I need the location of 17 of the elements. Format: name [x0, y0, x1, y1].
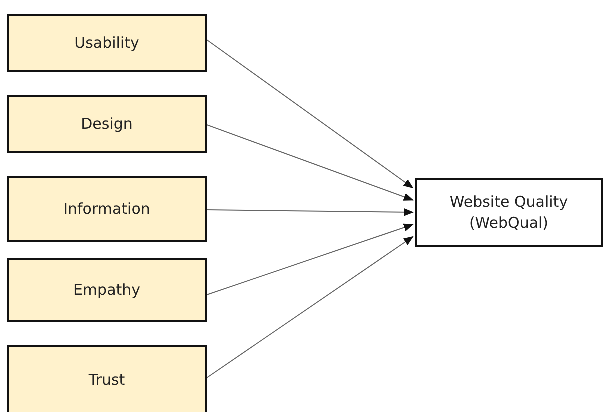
factor-box: [7, 258, 207, 322]
factor-box: [7, 176, 207, 242]
outcome-box: [415, 178, 603, 247]
arrow: [206, 208, 414, 216]
box-label: Website Quality (WebQual): [448, 192, 570, 233]
arrow: [206, 224, 414, 296]
box-label: Information: [64, 200, 150, 218]
arrow: [206, 236, 414, 378]
box-label: Usability: [74, 34, 140, 52]
factor-box: [7, 345, 207, 412]
box-label: Trust: [88, 371, 126, 389]
box-label: Design: [81, 115, 133, 133]
arrow: [206, 124, 414, 201]
arrow: [206, 40, 414, 189]
box-label: Empathy: [73, 281, 141, 299]
factor-box: [7, 14, 207, 72]
factor-box: [7, 95, 207, 153]
